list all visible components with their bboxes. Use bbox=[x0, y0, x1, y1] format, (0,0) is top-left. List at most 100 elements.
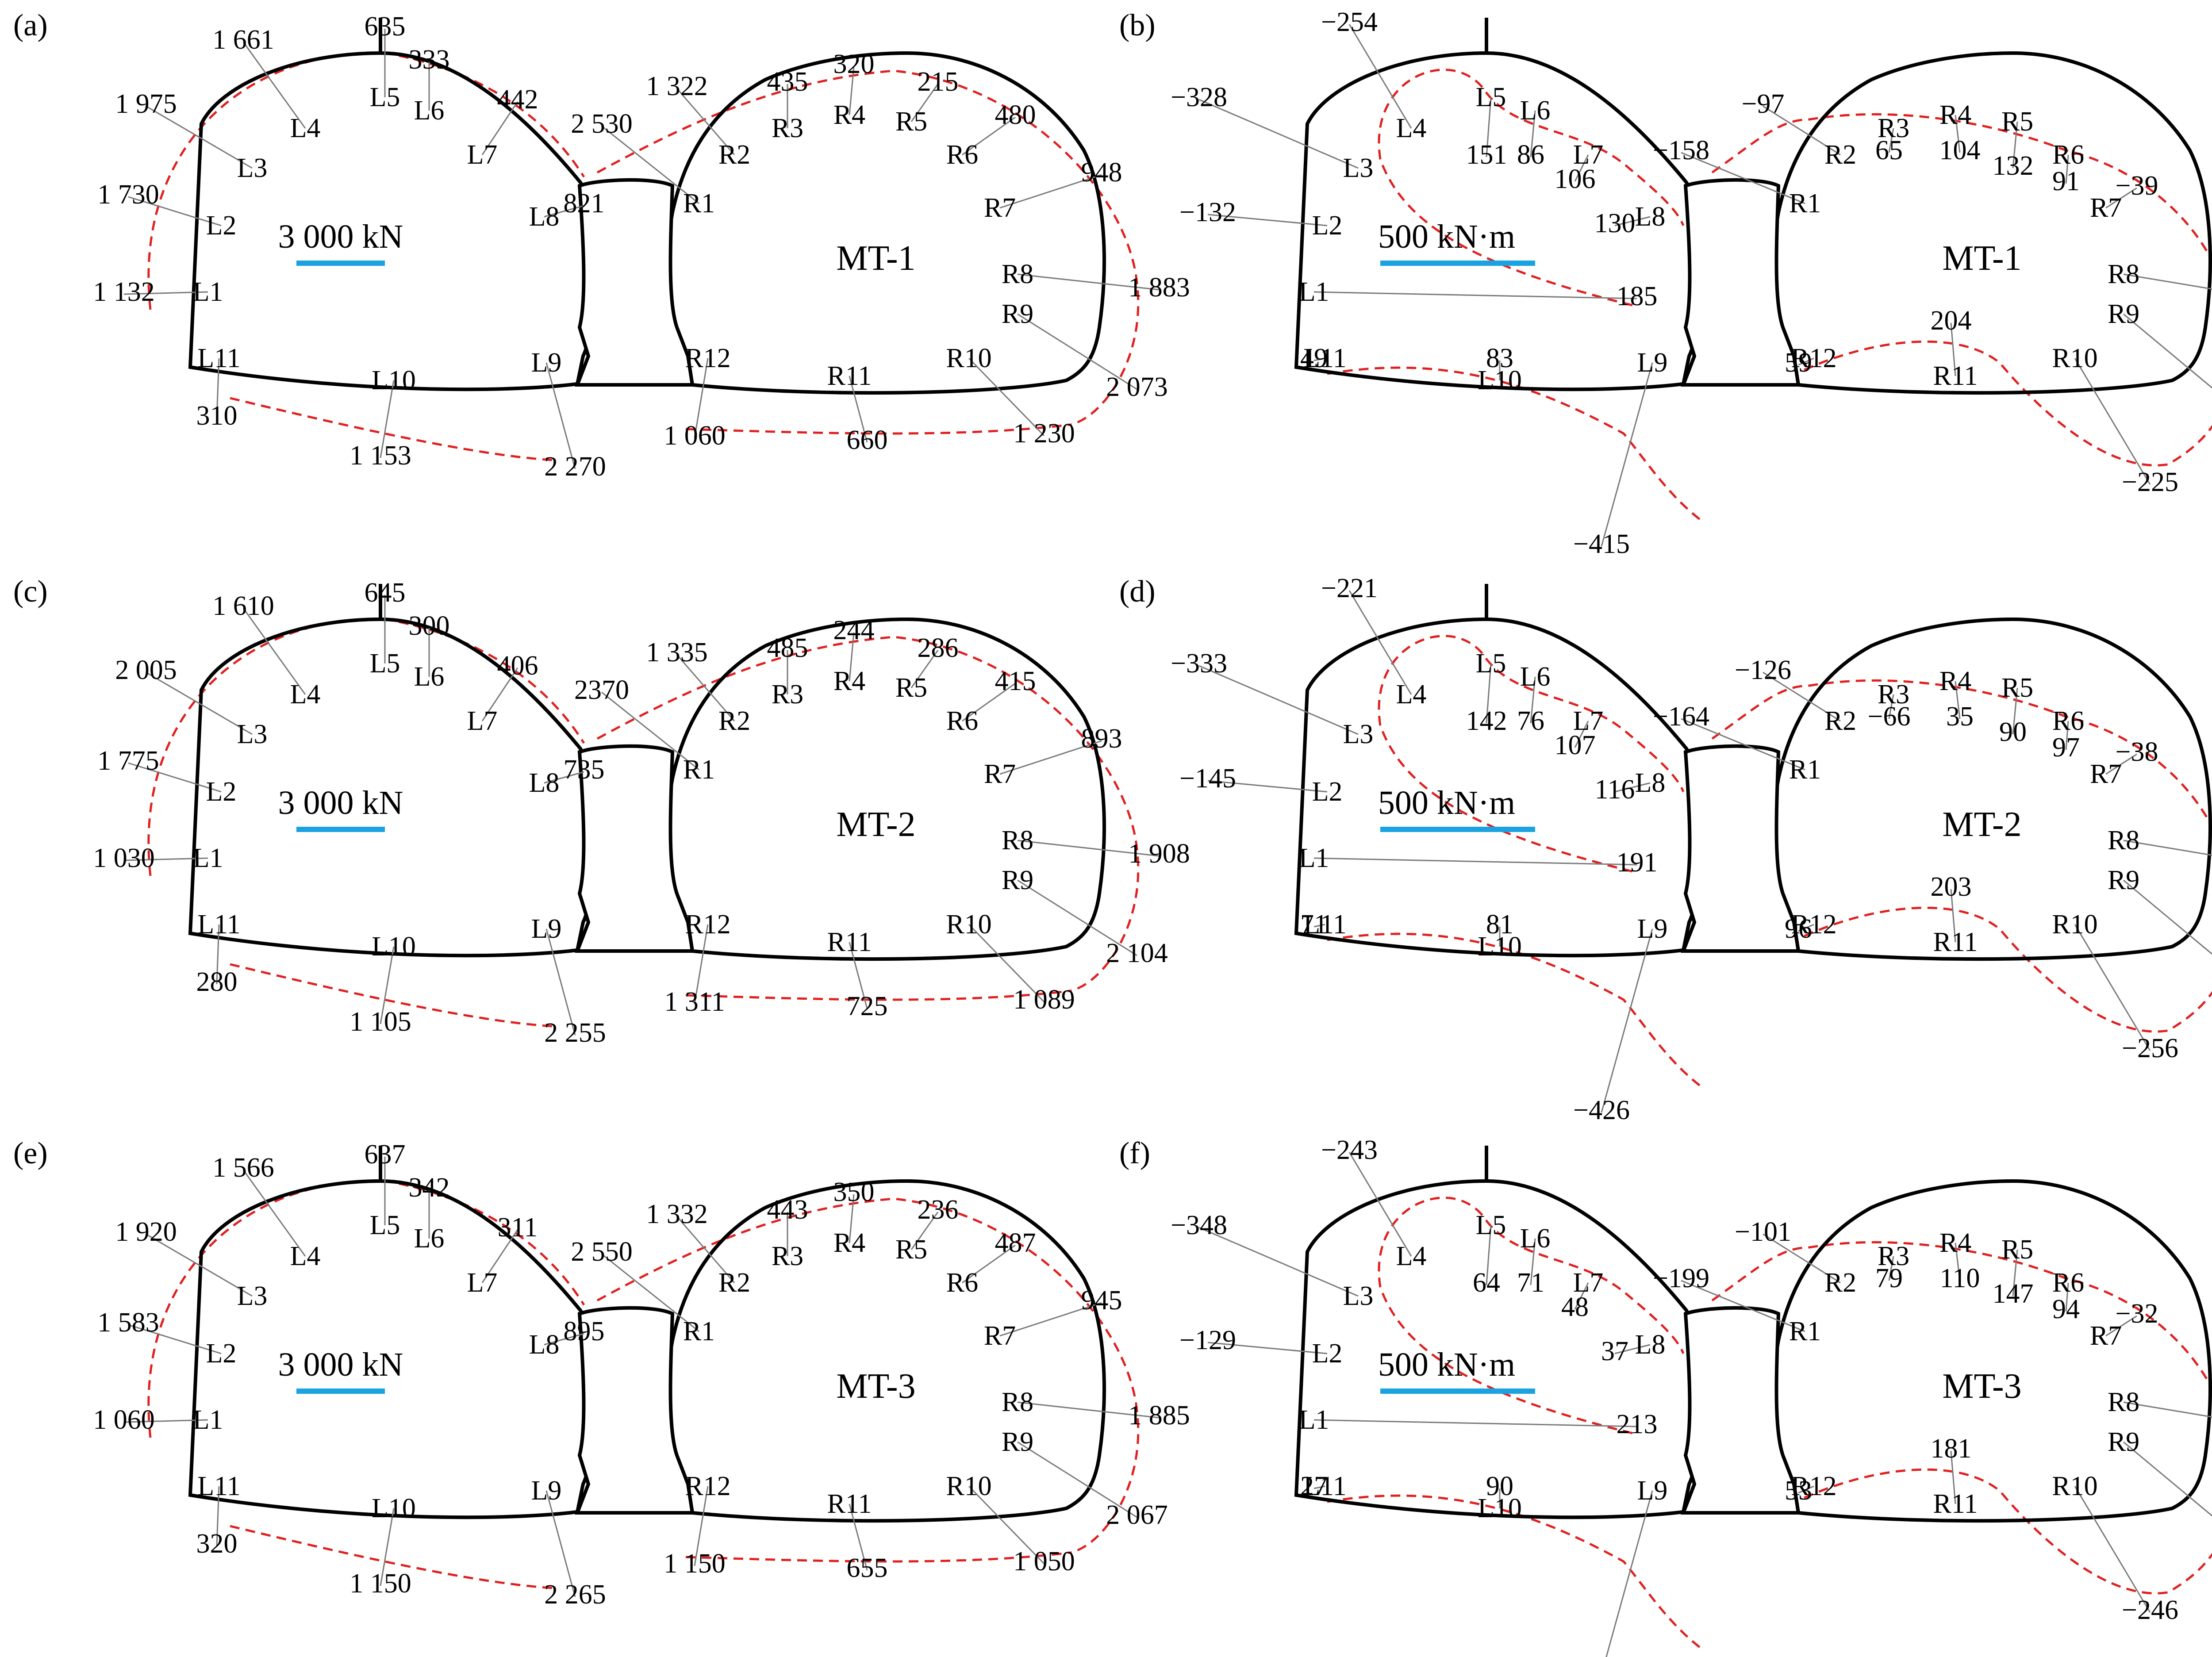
section-label-r12: R12 bbox=[1791, 909, 1836, 940]
leader-line-r7 bbox=[999, 740, 1102, 775]
leader-line-l9 bbox=[545, 362, 576, 469]
section-label-r9: R9 bbox=[1002, 865, 1033, 895]
value-l4: −221 bbox=[1321, 573, 1378, 603]
right-tunnel-lining bbox=[1771, 1179, 2212, 1523]
value-l1: 1 132 bbox=[93, 277, 155, 307]
value-l11: 71 bbox=[1300, 909, 1328, 940]
leader-line-r2 bbox=[1763, 1233, 1841, 1284]
section-label-r12: R12 bbox=[1791, 343, 1836, 373]
leader-line-l2 bbox=[1207, 1342, 1328, 1354]
value-r3: 443 bbox=[767, 1195, 808, 1225]
leader-line-r2 bbox=[676, 88, 735, 155]
value-r11: 725 bbox=[847, 991, 888, 1021]
section-label-l4: L4 bbox=[290, 679, 321, 710]
value-l9: 2 265 bbox=[544, 1580, 606, 1610]
middle-pillar bbox=[575, 178, 695, 387]
section-label-r3: R3 bbox=[1878, 1241, 1909, 1271]
section-label-l1: L1 bbox=[1299, 843, 1329, 873]
leader-line-r3 bbox=[1888, 128, 1894, 153]
section-label-l2: L2 bbox=[1312, 1339, 1343, 1369]
section-label-r4: R4 bbox=[833, 1228, 865, 1258]
section-label-l9: L9 bbox=[531, 1476, 562, 1506]
leader-line-r12 bbox=[694, 924, 709, 1005]
section-label-l1: L1 bbox=[193, 277, 223, 307]
value-l2: −132 bbox=[1179, 197, 1236, 227]
section-label-l2: L2 bbox=[206, 777, 237, 807]
value-l5: 142 bbox=[1466, 706, 1507, 736]
section-label-r10: R10 bbox=[946, 343, 991, 373]
value-l8: 821 bbox=[564, 188, 605, 219]
leader-line-l8 bbox=[544, 771, 584, 784]
section-label-r6: R6 bbox=[946, 706, 978, 736]
leader-line-r6 bbox=[962, 1244, 1016, 1284]
value-l5: 635 bbox=[365, 12, 406, 42]
panel-tag: (f) bbox=[1119, 1136, 1150, 1170]
leader-line-l11 bbox=[1313, 1485, 1325, 1489]
leader-line-r7 bbox=[2105, 753, 2137, 775]
leader-line-r2 bbox=[676, 1216, 735, 1283]
section-label-l8: L8 bbox=[529, 768, 560, 798]
value-r1: 2370 bbox=[574, 675, 629, 705]
value-r4: 35 bbox=[1946, 702, 1974, 732]
value-r5: 236 bbox=[918, 1195, 959, 1225]
force-diagram-curve bbox=[1327, 1197, 2212, 1651]
section-label-r2: R2 bbox=[718, 140, 750, 170]
section-label-r7: R7 bbox=[2090, 1321, 2122, 1351]
section-label-l11: L11 bbox=[197, 1471, 241, 1501]
leader-line-r4 bbox=[1955, 115, 1961, 153]
section-label-l1: L1 bbox=[193, 1405, 223, 1435]
leader-line-r10 bbox=[2074, 924, 2151, 1051]
section-label-l11: L11 bbox=[1303, 343, 1347, 373]
value-l3: 2 005 bbox=[115, 655, 177, 685]
section-label-r2: R2 bbox=[1824, 140, 1856, 170]
value-l1: 1 060 bbox=[93, 1405, 155, 1435]
value-r6: 91 bbox=[2052, 166, 2080, 196]
value-r1: −164 bbox=[1653, 702, 1709, 732]
force-diagram-curve bbox=[147, 618, 1140, 1028]
section-label-r1: R1 bbox=[683, 1316, 715, 1346]
value-l2: −145 bbox=[1179, 763, 1236, 794]
section-label-l1: L1 bbox=[1299, 277, 1329, 307]
section-label-r7: R7 bbox=[984, 759, 1016, 789]
section-label-l6: L6 bbox=[1520, 96, 1551, 126]
section-label-r10: R10 bbox=[2052, 343, 2097, 373]
section-label-r12: R12 bbox=[1791, 1471, 1836, 1501]
leader-line-r7 bbox=[999, 174, 1102, 209]
panel-tag: (d) bbox=[1119, 575, 1156, 609]
leader-line-r8 bbox=[1017, 1401, 1160, 1419]
section-label-l4: L4 bbox=[290, 1241, 321, 1271]
value-l9: 2 270 bbox=[544, 452, 606, 482]
value-l6: 342 bbox=[409, 1173, 450, 1203]
section-label-l10: L10 bbox=[1478, 365, 1522, 395]
value-r2: −101 bbox=[1735, 1217, 1791, 1247]
section-label-r2: R2 bbox=[718, 1268, 750, 1298]
leader-line-l8 bbox=[544, 1333, 584, 1346]
section-label-r12: R12 bbox=[685, 1471, 730, 1501]
leader-line-l11 bbox=[1313, 357, 1325, 361]
value-l4: −254 bbox=[1321, 7, 1378, 37]
value-l1: 213 bbox=[1617, 1409, 1658, 1439]
value-r11: 204 bbox=[1931, 306, 1972, 336]
section-label-l4: L4 bbox=[290, 113, 321, 143]
leader-line-r10 bbox=[968, 1485, 1045, 1565]
value-r2: 1 332 bbox=[646, 1199, 708, 1229]
section-label-l6: L6 bbox=[1520, 662, 1551, 692]
leader-line-l3 bbox=[146, 1233, 253, 1297]
value-r1: 2 550 bbox=[571, 1237, 633, 1267]
leader-line-r12 bbox=[694, 358, 709, 438]
leader-line-l1 bbox=[1313, 857, 1637, 866]
leader-line-r7 bbox=[2105, 187, 2137, 209]
section-label-r4: R4 bbox=[1939, 100, 1971, 130]
scale-label: 3 000 kN bbox=[278, 218, 403, 255]
section-label-l2: L2 bbox=[1312, 777, 1343, 807]
leader-line-r11 bbox=[849, 376, 868, 443]
leader-line-l9 bbox=[545, 1490, 576, 1597]
section-label-l10: L10 bbox=[1478, 1493, 1522, 1523]
value-l3: −328 bbox=[1171, 82, 1227, 112]
section-label-l3: L3 bbox=[1343, 1281, 1374, 1311]
right-tunnel-lining bbox=[665, 1179, 1106, 1523]
leader-line-r11 bbox=[849, 1504, 868, 1571]
section-label-l3: L3 bbox=[1343, 719, 1374, 749]
